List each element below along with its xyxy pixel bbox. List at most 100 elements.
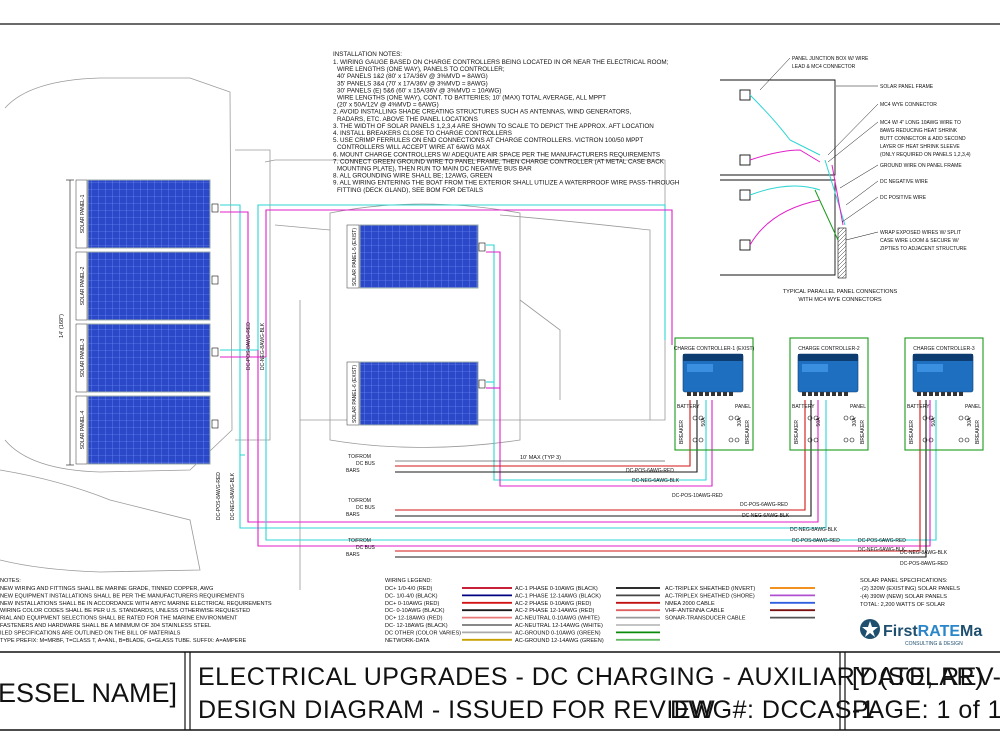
panel-label: PANEL [850, 404, 866, 410]
legend-entry: AC-GROUND 12-14AWG (GREEN) [515, 638, 660, 644]
detail-callout: DC POSITIVE WIRE [880, 195, 927, 201]
legend-entry: AC-NEUTRAL 0-10AWG (WHITE) [515, 616, 660, 622]
legend-entry: AC-TRIPLEX SHEATHED (SHORE) [665, 593, 815, 599]
breaker-terminal [734, 415, 740, 421]
solar-panel: SOLAR PANEL-5 (EXIST) [346, 224, 486, 289]
legend-entry: AC-2 PHASE 12-14AWG (RED) [515, 608, 660, 614]
legend-label: NETWORK-DATA [385, 638, 430, 644]
breaker-rating: 50A [816, 417, 822, 427]
detail-callout: SOLAR PANEL FRAME [880, 84, 934, 90]
install-note-line: 8. ALL GROUNDING WIRE SHALL BE; 12AWG, G… [333, 173, 493, 180]
breaker-rating: 30A [737, 417, 743, 427]
legend-entry: NETWORK-DATA [385, 638, 512, 644]
breaker-rating: 50A [701, 417, 707, 427]
wire-tag: DC-POS-8AWG-RED [900, 561, 948, 567]
panel-dimension-label: 14' (168") [59, 314, 65, 338]
panel-label: SOLAR PANEL-4 [80, 410, 86, 449]
install-note-line: WIRE LENGTHS (ONE WAY), PANELS TO CONTRO… [337, 66, 505, 73]
install-note-line: 1. WIRING GAUGE BASED ON CHARGE CONTROLL… [333, 59, 669, 66]
leader-line [827, 103, 879, 156]
wire-tags: DC-POS-8AWG-RED DC-NEG-8AWG-BLK DC-POS-8… [216, 322, 948, 567]
breaker-terminal [964, 437, 970, 443]
page-number: PAGE: 1 of 1 [852, 696, 1000, 724]
breaker-terminal [843, 437, 849, 443]
legend-label: AC-NEUTRAL 0-10AWG (WHITE) [515, 616, 600, 622]
legend-label: DC OTHER (COLOR VARIES) [385, 630, 461, 636]
leader-line [845, 231, 879, 241]
max-length-label: 10' MAX (TYP 3) [520, 455, 561, 461]
wire-tag: DC-NEG-8AWG-BLK [900, 550, 948, 556]
legend-entry: DC+ 12-18AWG (RED) [385, 616, 512, 622]
specs-line: -(2) 320W (EXISTING) SOLAR PANELS [860, 586, 960, 592]
breaker-terminal [734, 437, 740, 443]
note-line: NEW EQUIPMENT INSTALLATIONS SHALL BE PER… [0, 593, 245, 599]
drawing-number: DWG#: DCCAS-1 [670, 696, 875, 724]
solar-panel: SOLAR PANEL-3 [75, 323, 219, 393]
solar-specs: SOLAR PANEL SPECIFICATIONS: -(2) 320W (E… [860, 578, 960, 608]
legend-label: AC-2 PHASE 0-10AWG (RED) [515, 601, 591, 607]
breaker-terminal [813, 415, 819, 421]
leader-line [845, 180, 879, 206]
detail-callout: BUTT CONNECTOR & ADD SECOND [880, 136, 966, 142]
notes-header: NOTES: [0, 578, 21, 584]
breaker-terminal [698, 415, 704, 421]
legend-label: DC+ 0-10AWG (RED) [385, 601, 439, 607]
company-logo: FirstRATEMa CONSULTING & DESIGN [860, 619, 982, 647]
breaker-terminal [958, 415, 964, 421]
legend-label: DC- 1/0-4/0 (BLACK) [385, 593, 438, 599]
breaker-label: BREAKER [745, 420, 751, 444]
install-note-line: 30' PANELS (E) 5&6 (60' x 15A/36V @ 3%MV… [337, 87, 501, 94]
wire-tag: DC-POS-8AWG-RED [792, 538, 840, 544]
controller-title: CHARGE CONTROLLER-1 (EXIST) [674, 346, 755, 352]
legend-entry: VHF-ANTENNA CABLE [665, 608, 815, 614]
solar-panel: SOLAR PANEL-2 [75, 251, 219, 321]
detail-callout: WRAP EXPOSED WIRES W/ SPLIT [880, 230, 961, 236]
leader-line [839, 164, 879, 189]
legend-entry: SONAR-TRANSDUCER CABLE [665, 616, 815, 622]
legend-label: AC-1 PHASE 12-14AWG (BLACK) [515, 593, 601, 599]
wire-tag: DC-POS-6AWG-RED [740, 502, 788, 508]
breaker-terminal [958, 437, 964, 443]
specs-header: SOLAR PANEL SPECIFICATIONS: [860, 578, 948, 584]
leader-line [759, 57, 791, 91]
battery-label: BATTERY [677, 404, 700, 410]
installation-notes: INSTALLATION NOTES:1. WIRING GAUGE BASED… [333, 51, 680, 194]
drawing-subtitle: DESIGN DIAGRAM - ISSUED FOR REVIEW [198, 696, 715, 724]
install-note-line: 7. CONNECT GREEN GROUND WIRE TO PANEL FR… [333, 158, 665, 165]
install-note-line: WIRE LENGTHS (ONE WAY), CONT. TO BATTERI… [337, 95, 606, 102]
legend-entry: AC-GROUND 0-10AWG (GREEN) [515, 630, 660, 636]
detail-caption: WITH MC4 WYE CONNECTORS [798, 297, 881, 303]
detail-callout: DC NEGATIVE WIRE [880, 179, 929, 185]
legend-entry: DC+ 1/0-4/0 (RED) [385, 586, 512, 592]
bus-label: DC BUS [356, 461, 376, 467]
fwd-panel-array: SOLAR PANEL-5 (EXIST)SOLAR PANEL-6 (EXIS… [346, 224, 486, 426]
wire-tag: DC-NEG-6AWG-BLK [858, 547, 906, 553]
legend-label: AC-TRIPLEX SHEATHED (INVERT) [665, 586, 755, 592]
junction-box [211, 275, 219, 285]
breaker-terminal [843, 415, 849, 421]
revision-date: [DATE, REV-0] [852, 663, 1000, 691]
legend-entry: AC-NEUTRAL 12-14AWG (WHITE) [515, 623, 660, 629]
wiring-legend: WIRING LEGEND:DC+ 1/0-4/0 (RED)DC- 1/0-4… [385, 578, 815, 644]
detail-callout: LEAD & MC4 CONNECTOR [792, 64, 856, 70]
wire-tag: DC-NEG-8AWG-BLK [230, 472, 236, 520]
install-note-line: 35' PANELS 3&4 (70' x 17A/36V @ 3%MVD = … [337, 80, 488, 87]
breaker-terminal [692, 437, 698, 443]
legend-entry: AC-2 PHASE 0-10AWG (RED) [515, 601, 660, 607]
legend-entry: AC-1 PHASE 0-10AWG (BLACK) [515, 586, 660, 592]
legend-label: AC-2 PHASE 12-14AWG (RED) [515, 608, 595, 614]
junction-box [478, 242, 486, 252]
install-note-line: 9. ALL WIRING ENTERING THE BOAT FROM THE… [333, 180, 680, 187]
array-wiring [220, 204, 937, 547]
breaker-rating: 50A [931, 417, 937, 427]
breaker-terminal [728, 415, 734, 421]
legend-entry: DC- 12-18AWG (BLACK) [385, 623, 512, 629]
detail-callout: (ONLY REQUIRED ON PANELS 1,2,3,4) [880, 152, 971, 158]
breaker-terminal [692, 415, 698, 421]
specs-line: -(4) 390W (NEW) SOLAR PANELS [860, 594, 947, 600]
